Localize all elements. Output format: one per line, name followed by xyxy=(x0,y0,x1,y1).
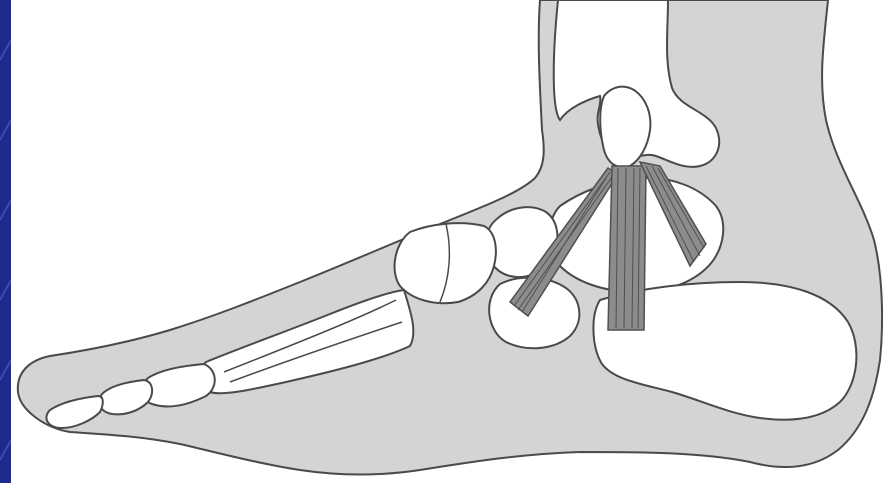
ligament-calcaneofibular xyxy=(608,166,646,330)
